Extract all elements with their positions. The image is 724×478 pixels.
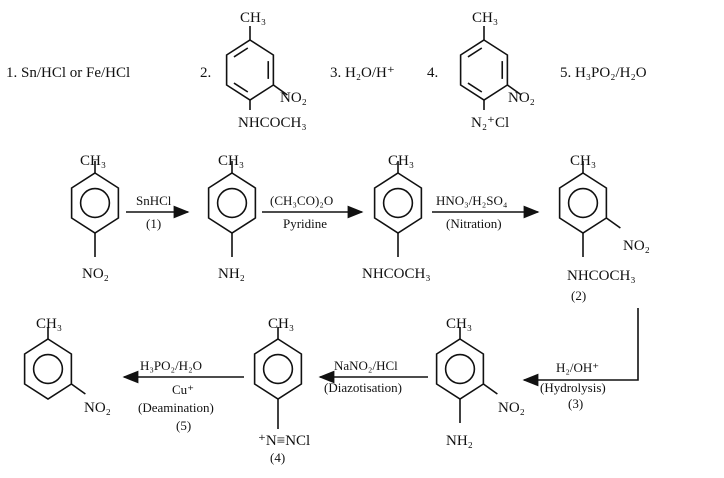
answer-4-diazonium: N₂⁺Cl [471, 115, 509, 131]
r6-catalyst: Cu⁺ [172, 382, 194, 397]
m6-number: (4) [270, 450, 285, 465]
m1-ch3: CH₃ [80, 153, 106, 169]
m5-no2: NO₂ [498, 400, 525, 416]
double-bond [467, 82, 483, 93]
answer-step-1: 1. Sn/HCl or Fe/HCl [6, 65, 130, 81]
r6-reagent: H₃PO₂/H₂O [140, 358, 202, 373]
arrow-4 [522, 308, 639, 387]
double-bond [233, 47, 249, 58]
benzene-ring [23, 338, 73, 400]
r3-reagent: HNO₃/H₂SO₄ [436, 193, 508, 208]
double-bond [233, 82, 249, 93]
m1-no2: NO₂ [82, 266, 109, 282]
answer-step-4-label: 4. [427, 65, 438, 81]
m6-diazonium: ⁺N≡NCl [258, 433, 310, 449]
r5-reagent: NaNO₂/HCl [334, 358, 398, 373]
aromatic-circle [567, 187, 599, 219]
m3-nhcoch3: NHCOCH₃ [362, 266, 431, 282]
answer-step-5: 5. H₃PO₂/H₂O [560, 65, 647, 81]
answer-2-ch3: CH₃ [240, 10, 266, 26]
r1-reagent: SnHCl [136, 193, 172, 208]
r4-type: (Hydrolysis) [540, 380, 606, 395]
r3-type: (Nitration) [446, 216, 502, 231]
answer-step-3: 3. H₂O/H⁺ [330, 65, 395, 81]
r4-number: (3) [568, 396, 583, 411]
benzene-ring [207, 172, 257, 234]
m5-nh2: NH₂ [446, 433, 473, 449]
benzene-ring [459, 39, 509, 101]
benzene-ring [253, 338, 303, 400]
benzene-rings [23, 26, 621, 429]
double-bond [467, 47, 483, 58]
aromatic-circle [216, 187, 248, 219]
m5-ch3: CH₃ [446, 316, 472, 332]
m2-ch3: CH₃ [218, 153, 244, 169]
bond-line [272, 84, 288, 96]
r4-reagent: H₂/OH⁺ [556, 360, 599, 375]
m4-ch3: CH₃ [570, 153, 596, 169]
bond-line [605, 217, 621, 229]
aromatic-circle [382, 187, 414, 219]
bond-line [70, 383, 86, 395]
m6-ch3: CH₃ [268, 316, 294, 332]
r1-number: (1) [146, 216, 161, 231]
answer-4-no2: NO₂ [508, 90, 535, 106]
aromatic-circle [262, 353, 294, 385]
r5-type: (Diazotisation) [324, 380, 402, 395]
r2-reagent: (CH₃CO)₂O [270, 193, 333, 208]
answer-step-2-label: 2. [200, 65, 211, 81]
r6-type: (Deamination) [138, 400, 214, 415]
m3-ch3: CH₃ [388, 153, 414, 169]
benzene-ring [70, 172, 120, 234]
m4-no2: NO₂ [623, 238, 650, 254]
aromatic-circle [444, 353, 476, 385]
m7-no2: NO₂ [84, 400, 111, 416]
benzene-ring [373, 172, 423, 234]
m4-number: (2) [571, 288, 586, 303]
m7-ch3: CH₃ [36, 316, 62, 332]
answer-2-nhcoch3: NHCOCH₃ [238, 115, 307, 131]
r2-solvent: Pyridine [283, 216, 327, 231]
m4-nhcoch3: NHCOCH₃ [567, 268, 636, 284]
benzene-ring [558, 172, 608, 234]
aromatic-circle [32, 353, 64, 385]
answer-4-ch3: CH₃ [472, 10, 498, 26]
benzene-ring [225, 39, 275, 101]
aromatic-circle [79, 187, 111, 219]
r6-number: (5) [176, 418, 191, 433]
bond-line [506, 84, 522, 96]
benzene-ring [435, 338, 485, 400]
m2-nh2: NH₂ [218, 266, 245, 282]
answer-2-no2: NO₂ [280, 90, 307, 106]
bond-line [482, 383, 498, 395]
